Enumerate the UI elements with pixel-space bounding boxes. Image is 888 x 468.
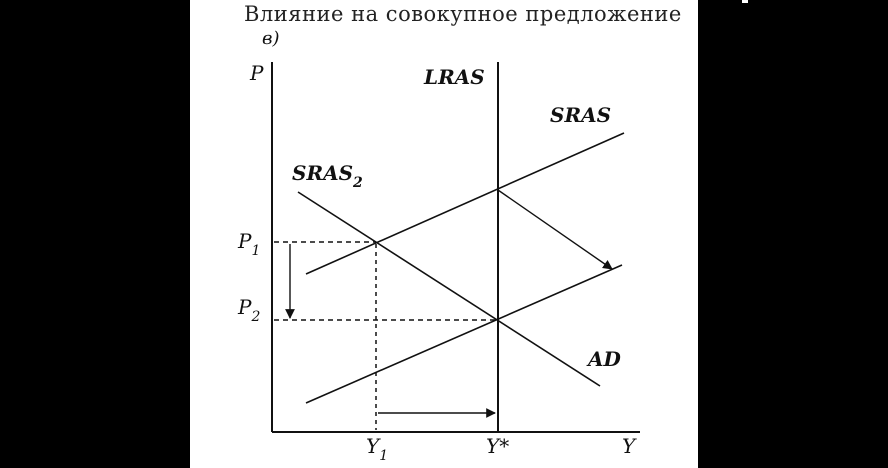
y-axis-label: P [249, 61, 264, 85]
supply-shift-arrow [497, 189, 613, 270]
p2-label-base: P [237, 295, 252, 319]
ystar-label: Y* [486, 434, 509, 458]
p2-label-sub: 2 [250, 309, 260, 325]
ad-line [297, 191, 601, 387]
x-axis-label: Y [622, 434, 637, 458]
p1-label-base: P [237, 229, 252, 253]
p2-label: P2 [237, 295, 260, 325]
p1-label: P1 [237, 229, 260, 259]
sras2-label: SRAS2 [292, 161, 363, 191]
figure-title: Влияние на совокупное предложение [244, 2, 682, 26]
sras-label: SRAS [550, 103, 611, 127]
sras2-label-sub: 2 [352, 175, 363, 191]
sras-line [305, 132, 625, 275]
scan-smudge [192, 0, 234, 22]
y1-label-base: Y [366, 434, 381, 458]
sras2-line [305, 264, 623, 404]
y1-label: Y1 [366, 434, 388, 464]
sras2-label-base: SRAS [292, 161, 353, 185]
figure-panel [190, 0, 698, 468]
panel-label: в) [262, 28, 280, 49]
ad-label: AD [586, 347, 622, 371]
y1-label-sub: 1 [379, 448, 388, 464]
lras-label: LRAS [423, 65, 485, 89]
scan-mark [742, 0, 748, 3]
p1-label-sub: 1 [251, 243, 260, 259]
